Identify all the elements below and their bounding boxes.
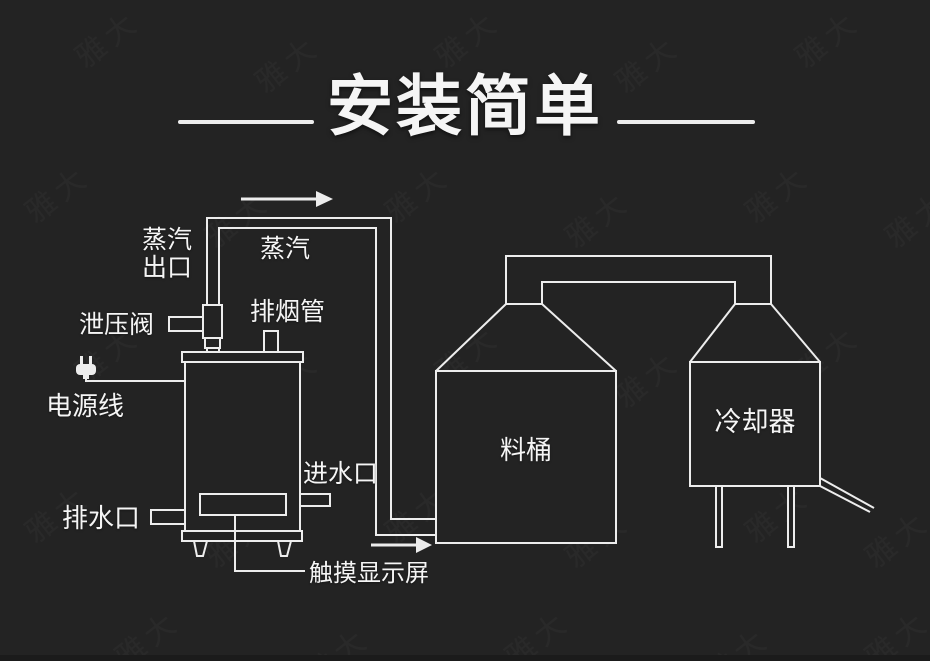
- cooler-hopper-right-slant: [770, 303, 821, 363]
- boiler-bottom-lid: [181, 530, 303, 542]
- barrel: [435, 303, 617, 544]
- cooler-leg-right: [787, 485, 795, 548]
- flow-arrow-top-head: [316, 191, 333, 207]
- title-dash-right: [617, 120, 755, 124]
- bridge-duct-outer-line: [505, 255, 772, 304]
- cooler: [689, 303, 875, 548]
- label-drain-outlet: 排水口: [62, 503, 141, 533]
- cooler-leg-left: [715, 485, 723, 548]
- label-smoke-exhaust-pipe: 排烟管: [250, 298, 326, 326]
- label-barrel: 料桶: [499, 435, 552, 465]
- boiler-top-lid: [181, 351, 304, 363]
- label-touch-screen: 触摸显示屏: [309, 560, 429, 587]
- label-steam-outlet: 蒸汽出口: [142, 226, 193, 282]
- drain-port: [150, 509, 186, 525]
- bridge-duct: [505, 255, 772, 305]
- label-steam: 蒸汽: [260, 235, 311, 263]
- bottom-edge-shade: [0, 655, 930, 661]
- steam-duct-outer-line: [206, 217, 437, 520]
- label-cooler: 冷却器: [714, 407, 796, 437]
- boiler-leg-left: [192, 540, 209, 557]
- barrel-hopper-right-slant: [541, 303, 617, 372]
- flow-arrow-top: [241, 191, 333, 207]
- touch-display-leader-line: [234, 515, 305, 572]
- boiler: [76, 304, 331, 572]
- flow-arrow-bottom-head: [416, 537, 432, 553]
- pipe-coupling: [204, 337, 221, 349]
- power-cord-line: [85, 377, 185, 382]
- flow-arrow-bottom: [371, 537, 432, 553]
- barrel-body: [435, 370, 617, 544]
- barrel-hopper-left-slant: [435, 303, 507, 372]
- steam-duct-inner-line: [218, 227, 437, 536]
- bridge-duct-inner-line: [541, 281, 736, 304]
- steam-duct: [206, 217, 437, 536]
- label-relief-valve: 泄压阀: [79, 311, 155, 339]
- title-dash-left: [178, 120, 314, 124]
- label-power-cord: 电源线: [46, 391, 125, 421]
- water-inlet-port: [299, 493, 331, 507]
- boiler-leg-right: [276, 540, 293, 557]
- boiler-body: [184, 361, 301, 532]
- touch-display: [199, 493, 287, 516]
- relief-valve-body: [202, 304, 223, 339]
- label-water-inlet: 进水口: [303, 460, 379, 488]
- relief-valve-stem: [168, 316, 204, 332]
- power-plug-icon: [76, 356, 96, 379]
- cooler-hopper-left-slant: [689, 303, 736, 363]
- cooler-chute-lower-line: [819, 485, 871, 513]
- cooler-chute-upper-line: [819, 477, 875, 509]
- page-title: 安装简单: [327, 69, 603, 143]
- cooler-body: [689, 361, 821, 487]
- chimney-pipe: [263, 330, 279, 353]
